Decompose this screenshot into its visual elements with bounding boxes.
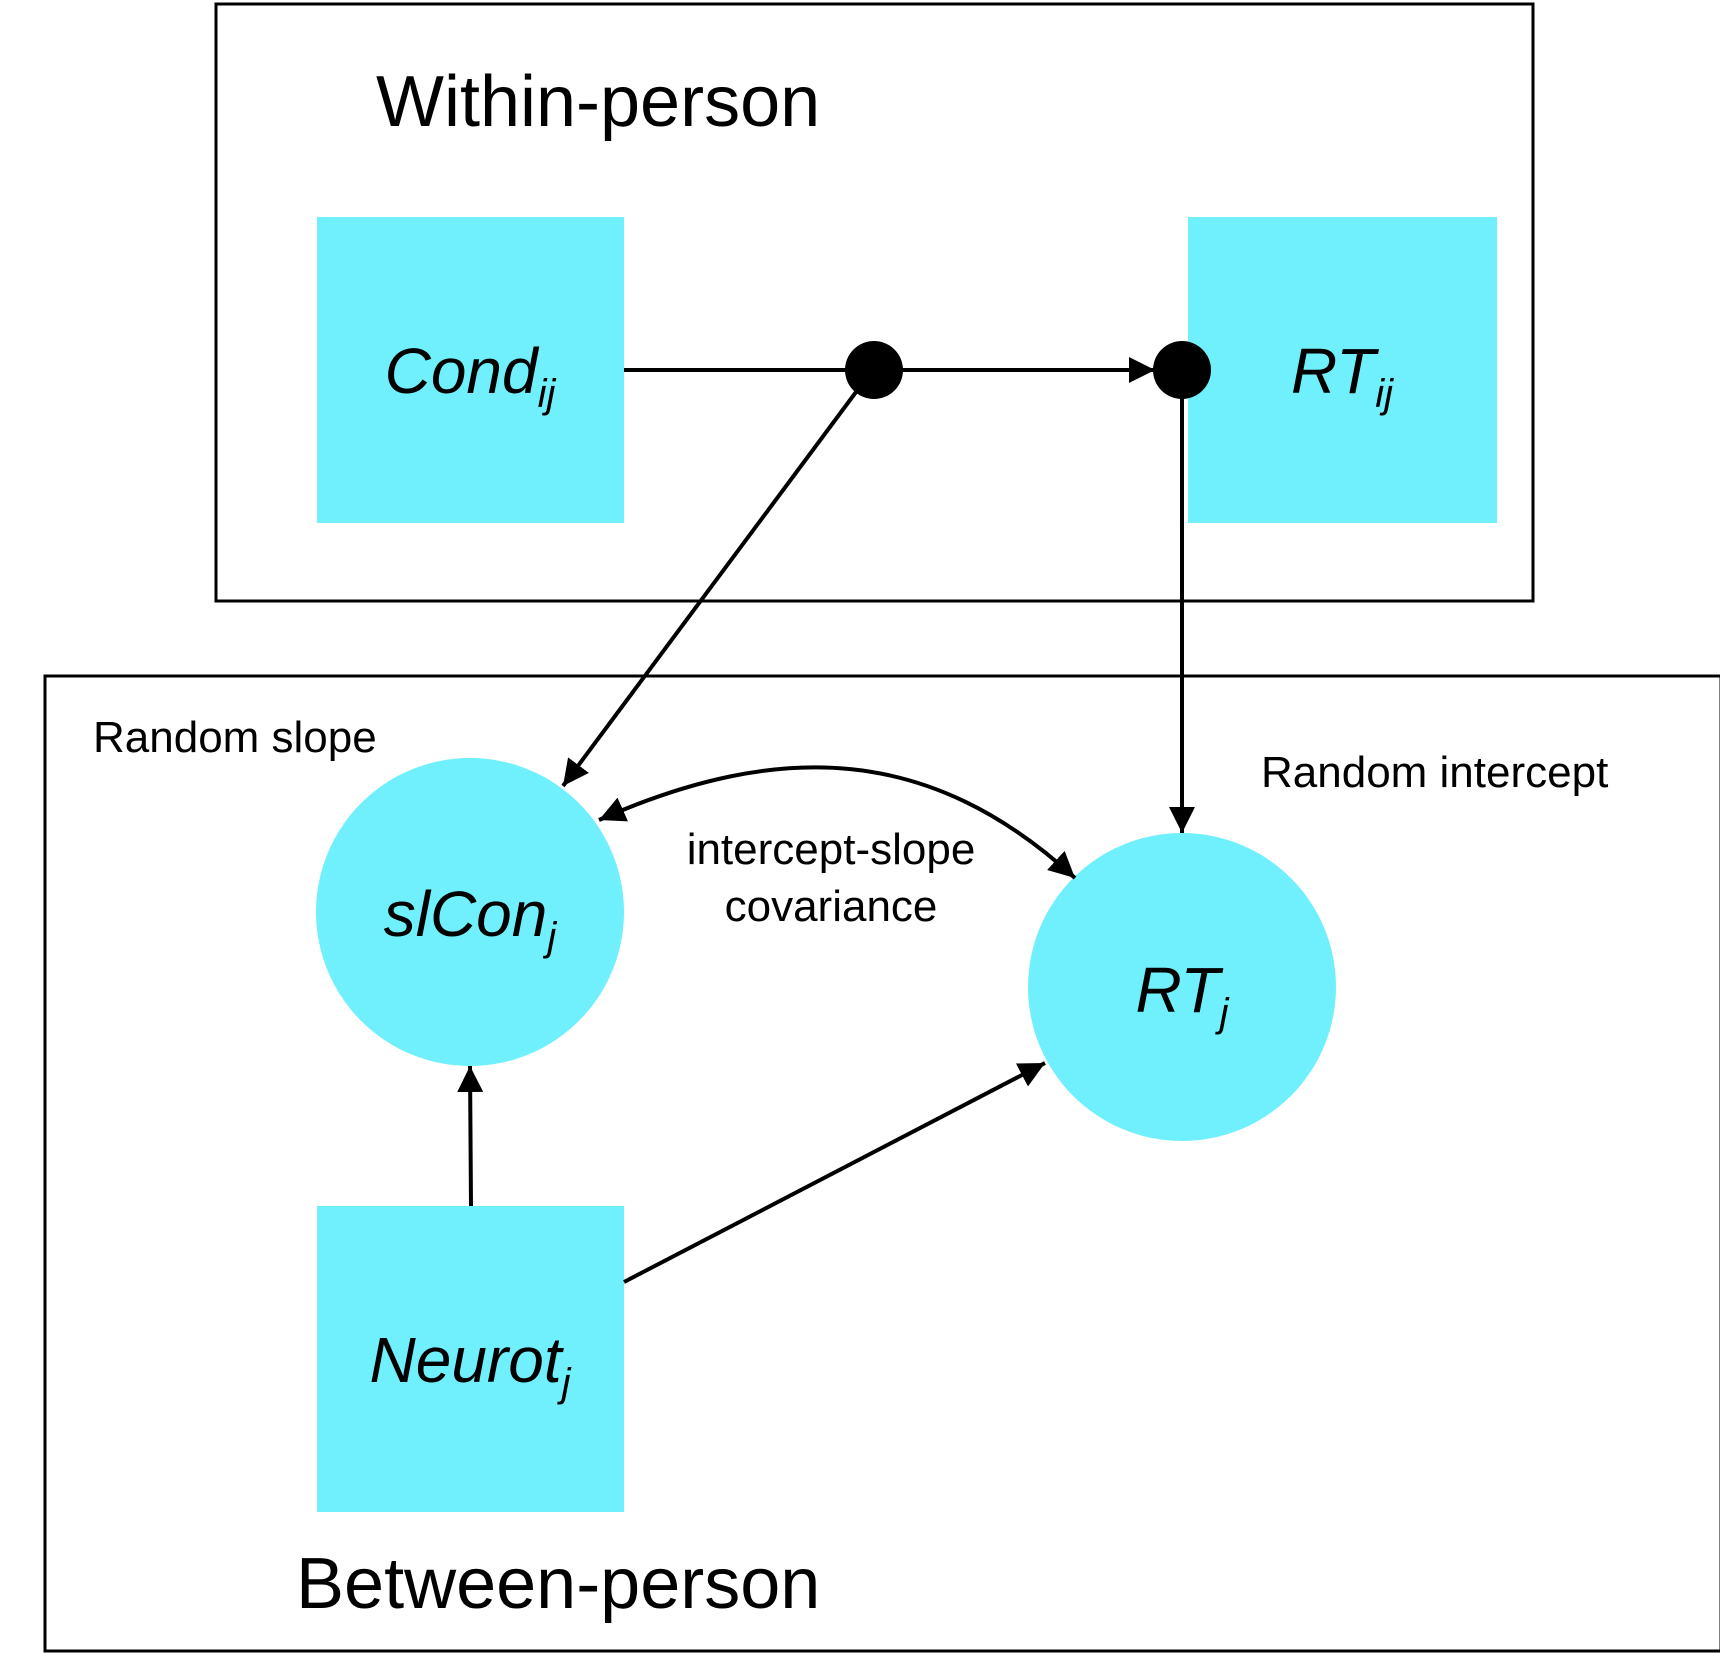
random-intercept-label: Random intercept: [1261, 748, 1608, 797]
between-person-panel: [43, 674, 1720, 1653]
covariance-double-arrow: [598, 765, 1077, 880]
covariance-label-line1: intercept-slope: [687, 825, 976, 874]
rt-between-node-label: RTj: [1135, 954, 1229, 1035]
rt-within-node-label: RTij: [1291, 335, 1394, 416]
slope-dot-to-slcon-arrow: [561, 386, 861, 788]
neurot-to-slcon-arrow: [457, 1065, 484, 1207]
intercept-junction-dot: [1153, 341, 1211, 399]
random-slope-label: Random slope: [93, 713, 377, 762]
slcon-node-label: slConj: [384, 878, 558, 959]
neurot-node: [317, 1206, 624, 1512]
slcon-node: [316, 758, 624, 1066]
neurot-node-label: Neurotj: [370, 1324, 572, 1405]
rt-within-node: [1188, 217, 1497, 523]
between-person-label: Between-person: [296, 1544, 820, 1624]
cond-node: [317, 217, 624, 523]
rt-between-node: [1028, 833, 1336, 1141]
cond-node-label: Condij: [385, 335, 557, 416]
neurot-to-rtj-arrow: [623, 1061, 1046, 1284]
slope-junction-dot: [845, 341, 903, 399]
within-person-panel: [214, 2, 1535, 603]
covariance-label-line2: covariance: [725, 882, 938, 931]
within-person-label: Within-person: [376, 62, 820, 142]
